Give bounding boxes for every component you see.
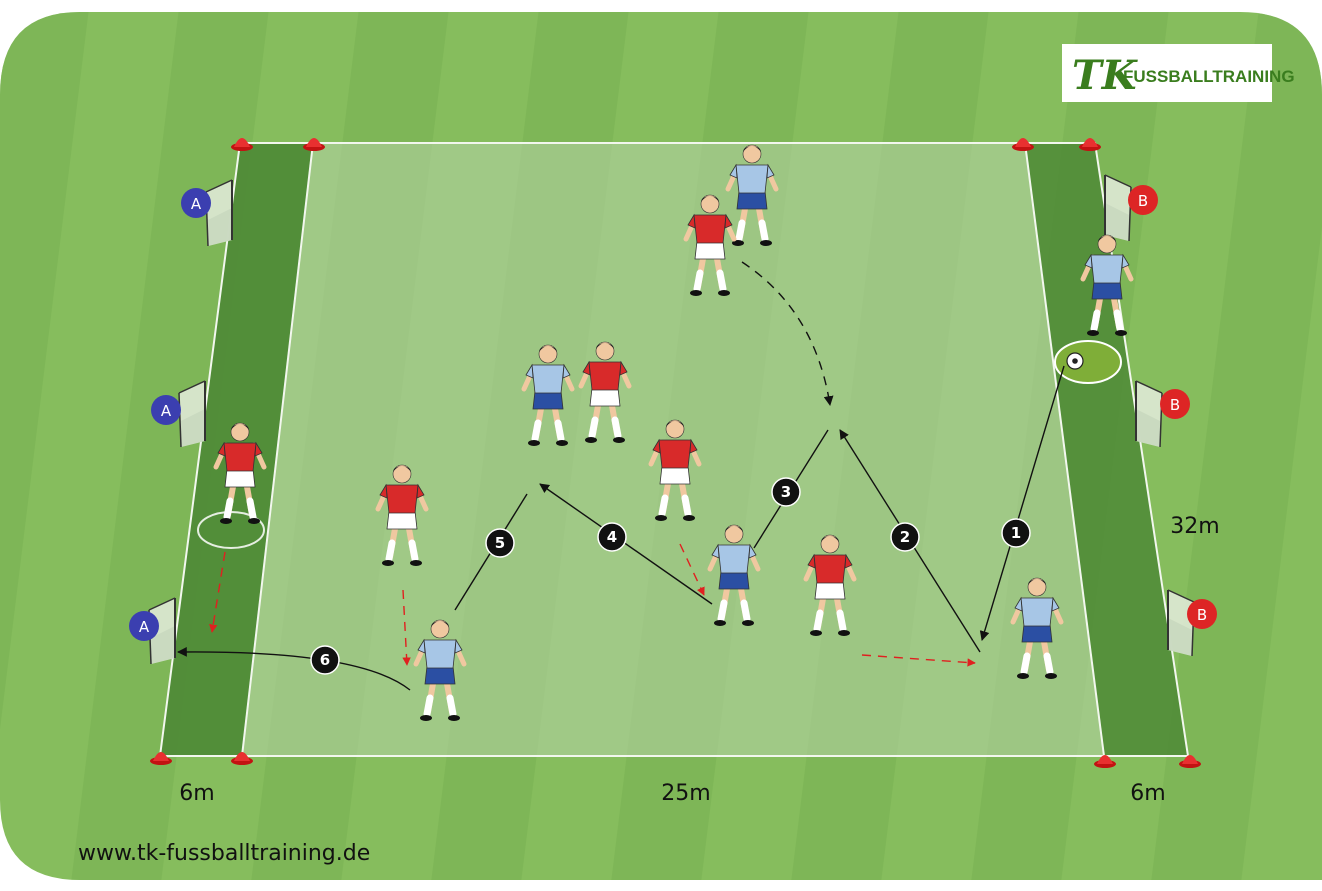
run-arrow-dashed [741, 261, 834, 406]
player-blue-icon [725, 144, 779, 246]
cone-icon [1179, 755, 1201, 768]
player-red-icon [578, 341, 632, 443]
player-red-icon [648, 419, 702, 521]
player-red-icon [375, 464, 429, 566]
pass-number-2: 2 [890, 522, 920, 552]
cone-icon [231, 138, 253, 151]
team-a-badges: A A A [129, 188, 211, 641]
team-b-label: B [1138, 192, 1148, 210]
dimension-right-zone: 6m [1130, 781, 1165, 806]
svg-text:5: 5 [495, 534, 505, 552]
players [213, 144, 1134, 721]
cone-icon [1012, 138, 1034, 151]
pass-number-badges: 1 2 3 4 5 6 [310, 477, 1031, 675]
player-blue-icon [1010, 577, 1064, 679]
mini-goals [148, 174, 1195, 665]
logo-mark: TK [1072, 52, 1139, 99]
player-blue-icon [707, 524, 761, 626]
right-zone-line [1024, 142, 1105, 757]
ball-icon [1066, 352, 1084, 370]
mini-goal-icon [1135, 380, 1163, 448]
team-a-label: A [139, 618, 150, 636]
team-b-label: B [1197, 606, 1207, 624]
svg-text:2: 2 [900, 528, 910, 546]
pass-number-5: 5 [485, 528, 515, 558]
svg-text:1: 1 [1011, 524, 1021, 542]
website-url: www.tk-fussballtraining.de [78, 841, 370, 866]
cone-icon [1094, 755, 1116, 768]
cones [150, 138, 1201, 768]
team-b-label: B [1170, 396, 1180, 414]
dimension-height: 32m [1170, 514, 1219, 539]
player-red-icon [213, 422, 267, 524]
right-end-zone [1025, 143, 1188, 756]
mini-goal-icon [205, 179, 233, 247]
svg-text:4: 4 [607, 528, 617, 546]
mini-goal-icon [1104, 174, 1132, 242]
run-arrows-red [209, 543, 976, 667]
team-b-badges: B B B [1128, 185, 1217, 629]
svg-text:6: 6 [320, 651, 330, 669]
cone-icon [150, 752, 172, 765]
dimension-middle: 25m [661, 781, 710, 806]
logo-text: FUSSBALLTRAINING [1123, 67, 1295, 86]
pass-number-6: 6 [310, 645, 340, 675]
mini-goal-icon [1167, 589, 1195, 657]
player-blue-icon [1080, 234, 1134, 336]
player-blue-icon [413, 619, 467, 721]
pass-number-3: 3 [771, 477, 801, 507]
pass-number-1: 1 [1001, 518, 1031, 548]
player-red-icon [803, 534, 857, 636]
logo: TK FUSSBALLTRAINING [1062, 44, 1295, 102]
player-blue-icon [521, 344, 575, 446]
team-a-label: A [161, 402, 172, 420]
start-circle-right [1054, 340, 1122, 384]
cone-icon [231, 752, 253, 765]
svg-text:3: 3 [781, 483, 791, 501]
cone-icon [303, 138, 325, 151]
cone-icon [1079, 138, 1101, 151]
pass-number-4: 4 [597, 522, 627, 552]
mini-goal-icon [178, 380, 206, 448]
team-a-label: A [191, 195, 202, 213]
player-red-icon [683, 194, 737, 296]
dimension-left-zone: 6m [179, 781, 214, 806]
